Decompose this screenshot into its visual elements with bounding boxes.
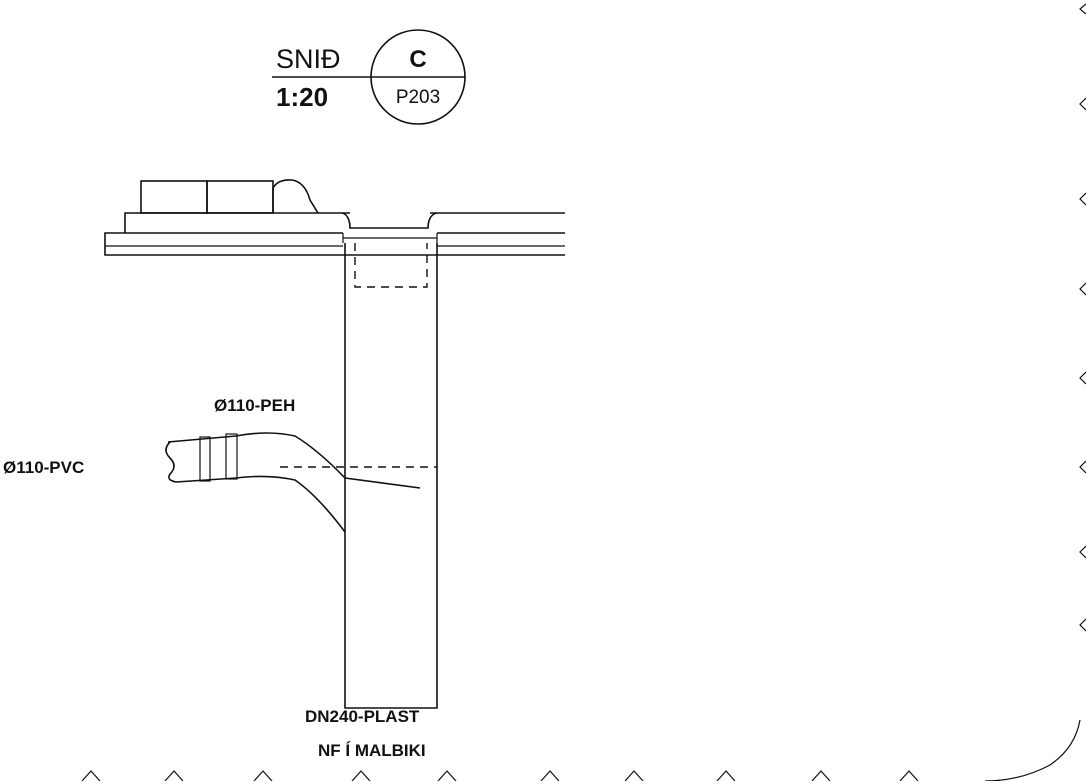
coupling-ring-1 <box>199 436 211 482</box>
section-scale: 1:20 <box>276 82 328 112</box>
sheet-reference: P203 <box>396 87 440 108</box>
pipe-break-symbol <box>165 441 177 483</box>
curb-stones <box>140 179 319 214</box>
label-riser-note: NF Í MALBIKI <box>318 741 426 760</box>
sheet-border-right <box>1079 3 1086 632</box>
sheet-corner-curve <box>984 719 1081 781</box>
label-riser: DN240-PLAST <box>305 707 420 726</box>
inlet-pipe <box>165 432 437 533</box>
section-title: SNIÐ <box>276 44 341 74</box>
riser-pipe <box>344 243 438 709</box>
label-pipe-peh: Ø110-PEH <box>214 396 295 415</box>
section-reference-circle <box>370 29 466 125</box>
sheet-border-bottom <box>81 770 919 781</box>
curb-stone-chamfer <box>272 179 319 214</box>
coupling-ring-2 <box>225 433 238 480</box>
section-letter: C <box>409 46 426 73</box>
grate-insert-hidden <box>354 243 428 288</box>
label-pipe-pvc: Ø110-PVC <box>3 458 84 477</box>
curb-stone-2 <box>206 180 274 214</box>
pavement-layers <box>104 212 565 256</box>
section-title-block: SNIÐ 1:20 C P203 <box>272 29 466 125</box>
curb-stone-1 <box>140 180 208 214</box>
